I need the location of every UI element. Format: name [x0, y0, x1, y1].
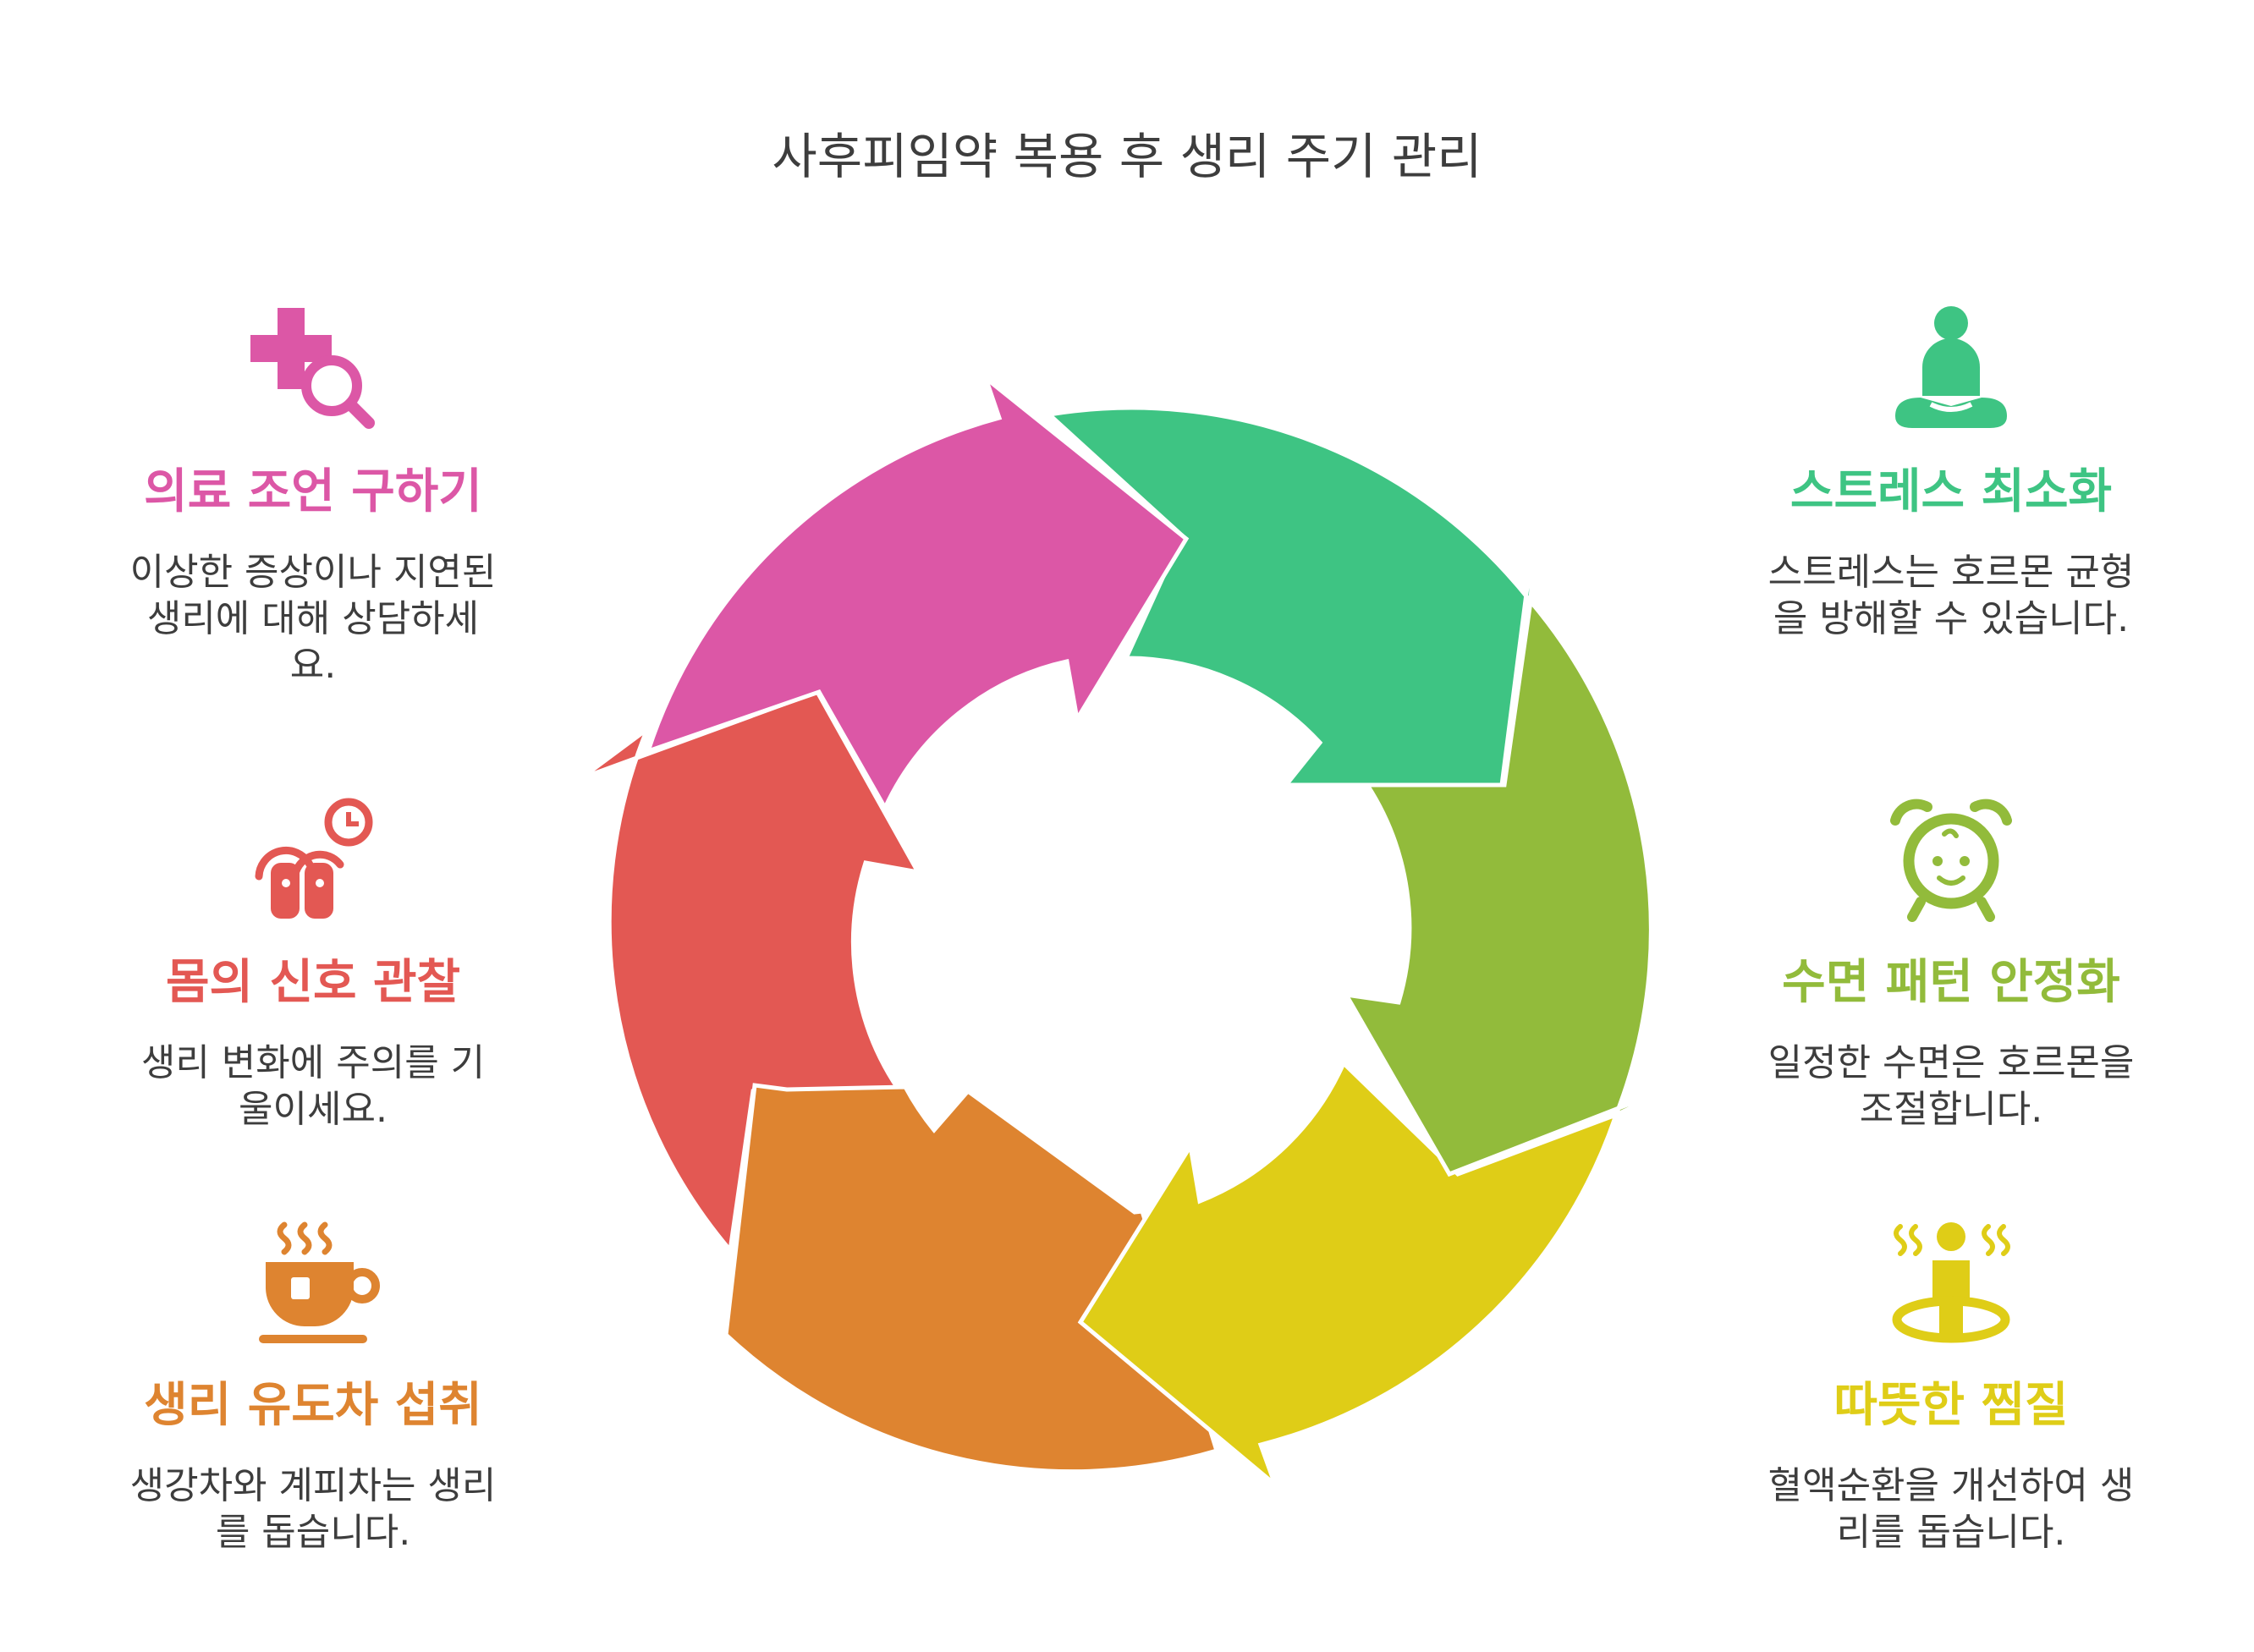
step-minimize-stress: 스트레스 최소화 스트레스는 호르몬 균형을 방해할 수 있습니다. [1756, 305, 2146, 642]
step-description: 스트레스는 호르몬 균형을 방해할 수 있습니다. [1767, 551, 2135, 641]
step-seek-medical-advice: 의료 조언 구하기 이상한 증상이나 지연된 생리에 대해 상담하세요. [118, 305, 508, 689]
step-heading: 몸의 신호 관찰 [165, 955, 461, 1010]
step-description: 일정한 수면은 호르몬을 조절합니다. [1767, 1041, 2135, 1132]
medical-search-icon [250, 308, 375, 429]
step-heading: 따뜻한 찜질 [1833, 1378, 2069, 1433]
meditation-icon [1895, 306, 2007, 428]
step-stabilize-sleep: 수면 패턴 안정화 일정한 수면은 호르몬을 조절합니다. [1756, 795, 2146, 1133]
alarm-clock-icon [1890, 799, 2012, 922]
step-description: 생강차와 계피차는 생리를 돕습니다. [129, 1464, 497, 1555]
warm-heat-icon [1892, 1222, 2010, 1343]
tea-cup-icon [259, 1221, 380, 1343]
step-heading: 스트레스 최소화 [1789, 464, 2113, 519]
page-title: 사후피임약 복용 후 생리 주기 관리 [772, 128, 1482, 185]
step-heading: 생리 유도차 섭취 [144, 1378, 482, 1433]
cycle-arrow-pink [645, 371, 1190, 813]
body-clock-icon [255, 798, 373, 919]
step-description: 이상한 증상이나 지연된 생리에 대해 상담하세요. [129, 551, 497, 688]
step-description: 혈액순환을 개선하여 생리를 돕습니다. [1767, 1464, 2135, 1555]
cycle-arrow-green [1044, 405, 1537, 788]
cycle-arrow-lime [1342, 596, 1685, 1177]
step-drink-menstrual-tea: 생리 유도차 섭취 생강차와 계피차는 생리를 돕습니다. [118, 1218, 508, 1556]
step-heading: 의료 조언 구하기 [144, 464, 482, 519]
step-description: 생리 변화에 주의를 기울이세요. [140, 1041, 486, 1132]
step-warm-compress: 따뜻한 찜질 혈액순환을 개선하여 생리를 돕습니다. [1756, 1218, 2146, 1556]
cycle-arrow-red [580, 689, 922, 1255]
step-heading: 수면 패턴 안정화 [1782, 955, 2120, 1010]
step-observe-body-signals: 몸의 신호 관찰 생리 변화에 주의를 기울이세요. [118, 795, 508, 1133]
cycle-arrow-yellow [1077, 1059, 1620, 1491]
